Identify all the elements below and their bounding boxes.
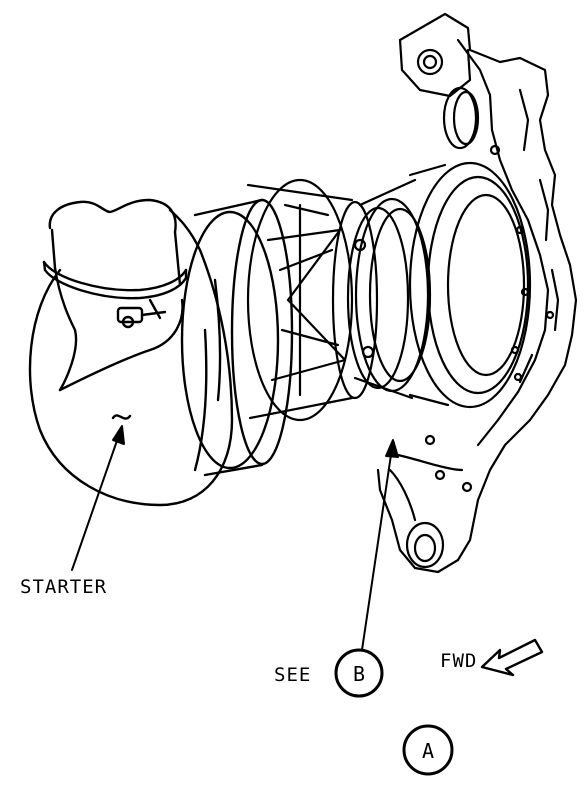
starter-leader-arrowhead xyxy=(112,425,125,445)
starter-body xyxy=(28,198,294,507)
fwd-label: FWD xyxy=(440,650,477,672)
callout-b-letter: B xyxy=(353,662,365,686)
see-label: SEE xyxy=(274,664,311,686)
see-b-callout: B xyxy=(334,648,384,698)
starter-label: STARTER xyxy=(20,576,107,598)
leader-lines xyxy=(71,425,399,651)
view-a-callout: A xyxy=(402,724,454,776)
adapter-flange xyxy=(346,161,532,409)
gearbox-mounting-pad xyxy=(376,12,578,574)
view-a-letter: A xyxy=(422,739,434,763)
see-b-leader-line xyxy=(361,447,393,651)
hollow-arrow-left-icon xyxy=(480,638,544,677)
starter-leader-line xyxy=(71,431,121,571)
ribbed-mount-collar xyxy=(246,178,379,422)
see-b-leader-arrowhead xyxy=(385,439,399,458)
